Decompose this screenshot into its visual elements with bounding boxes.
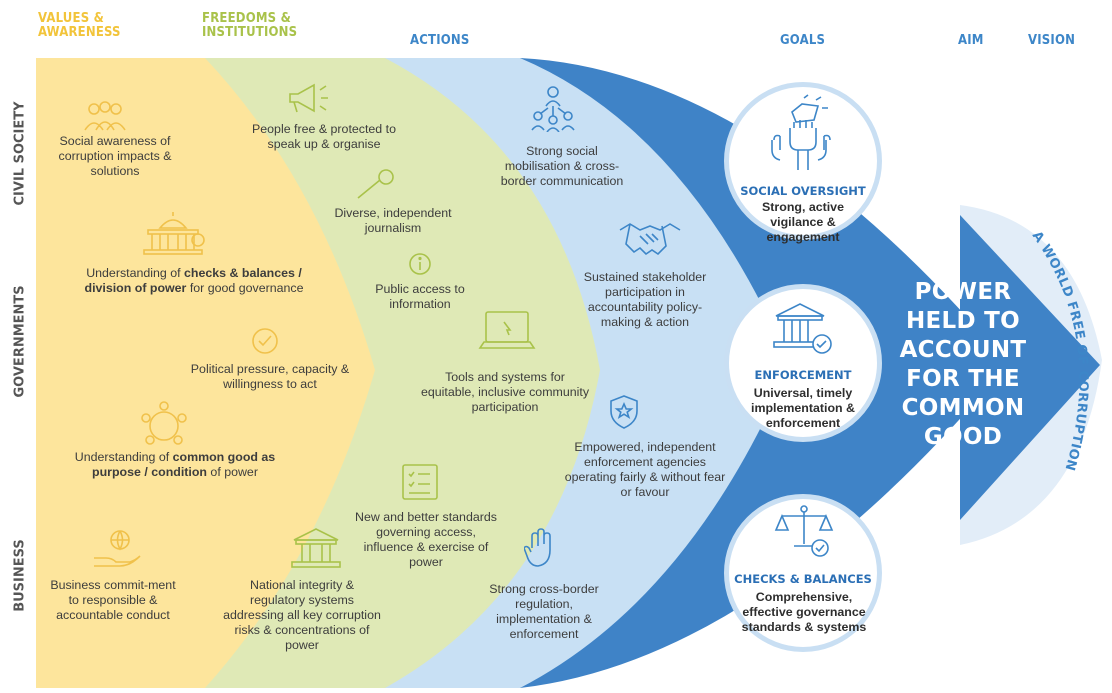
checkmark-circle-icon [252,328,278,354]
action-enforcement-agencies: Empowered, independent enforcement agenc… [564,440,726,499]
aim-statement: POWER HELD TO ACCOUNT FOR THE COMMON GOO… [899,279,1027,450]
community-circle-icon [141,401,187,445]
freedom-speak-up: People free & protected to speak up & or… [252,122,396,151]
goal-title-checks-balances: CHECKS & BALANCES [734,572,872,586]
freedom-access-to-information: Public access to information [375,282,465,311]
freedom-tools-systems: Tools and systems for equitable, inclusi… [420,370,590,414]
people-group-icon [84,101,126,131]
header-freedoms-institutions: FREEDOMS & INSTITUTIONS [202,11,298,40]
raised-hand-icon [524,528,551,567]
freedom-national-integrity: National integrity & regulatory systems … [223,578,381,652]
value-checks-balances-understanding: Understanding of checks & balances / div… [84,266,304,295]
goal-desc-checks-balances: Comprehensive, effective governance stan… [741,590,867,634]
header-vision: VISION [1028,33,1076,48]
header-actions: ACTIONS [410,33,470,48]
scales-check-icon [774,505,834,557]
value-common-good-understanding: Understanding of common good as purpose … [74,450,276,479]
goal-title-enforcement: ENFORCEMENT [754,368,852,382]
handshake-icon [619,223,681,256]
value-political-pressure: Political pressure, capacity & willingne… [190,362,350,391]
value-business-commitment: Business commit-ment to responsible & ac… [50,578,176,622]
row-label-civil-society: CIVIL SOCIETY [12,101,28,206]
header-values-awareness: VALUES & AWARENESS [38,11,121,40]
goal-circle-social-oversight [724,82,882,240]
action-stakeholder-participation: Sustained stakeholder participation in a… [583,270,707,329]
goal-desc-enforcement: Universal, timely implementation & enfor… [751,386,855,430]
freedom-new-standards: New and better standards governing acces… [355,510,497,569]
courthouse-check-icon [773,303,832,354]
capitol-building-icon [143,212,205,255]
header-aim: AIM [958,33,984,48]
laptop-icon [478,311,536,349]
network-people-icon [531,86,575,132]
action-social-mobilisation: Strong social mobilisation & cross-borde… [500,144,624,188]
goal-circle-enforcement [724,284,882,442]
megaphone-icon [289,83,328,113]
goal-circle-checks-balances [724,494,882,652]
freedom-journalism: Diverse, independent journalism [334,206,452,235]
institution-building-icon [291,528,341,568]
row-label-governments: GOVERNMENTS [12,285,28,398]
header-goals: GOALS [780,33,826,48]
value-social-awareness: Social awareness of corruption impacts &… [58,134,172,178]
goal-title-social-oversight: SOCIAL OVERSIGHT [740,184,866,198]
info-icon [409,253,431,275]
row-label-business: BUSINESS [12,539,28,612]
goal-desc-social-oversight: Strong, active vigilance & engagement [762,200,844,244]
protest-fists-icon [771,94,831,170]
hand-globe-icon [94,530,141,567]
action-cross-border-regulation: Strong cross-border regulation, implemen… [489,582,599,641]
shield-star-icon [610,395,638,429]
aim-arrow-tip [960,215,1100,520]
microphone-icon [357,169,394,199]
checklist-icon [402,464,438,500]
